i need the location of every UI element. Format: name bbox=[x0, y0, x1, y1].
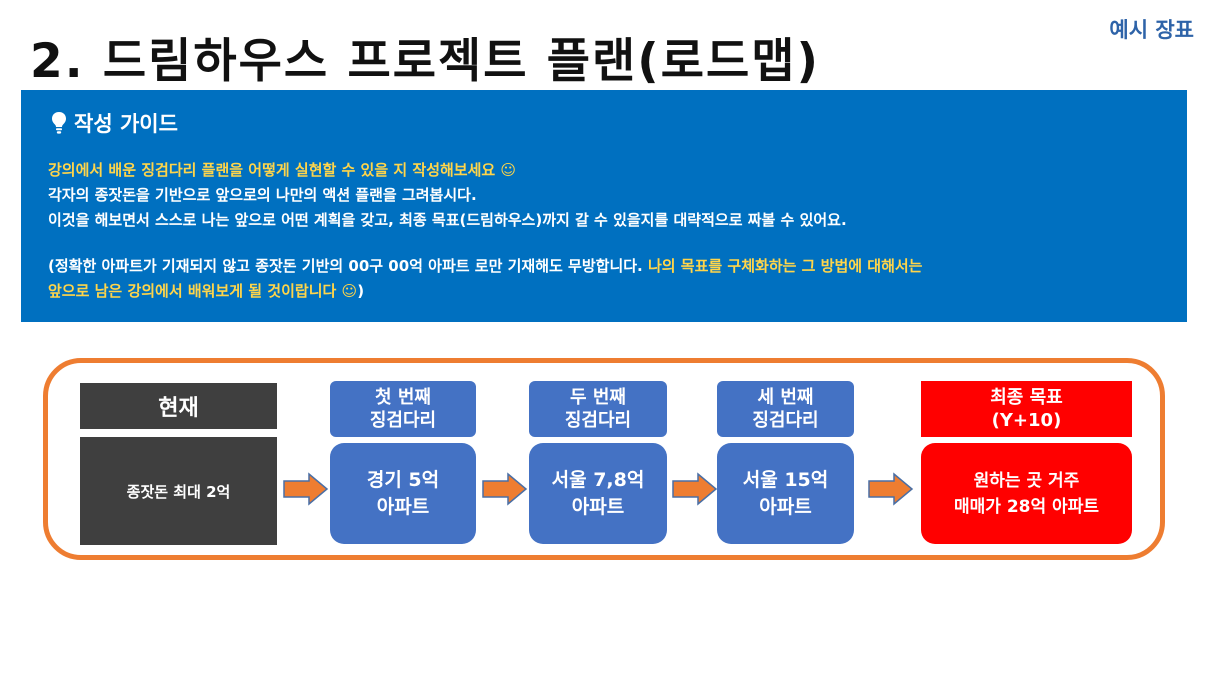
goal-head-line2: (Y+10) bbox=[991, 410, 1062, 431]
arrow-right-icon bbox=[868, 472, 914, 506]
step-2-body-line2: 아파트 bbox=[571, 495, 625, 518]
guide-line-4-white: (정확한 아파트가 기재되지 않고 종잣돈 기반의 00구 00억 아파트 로만… bbox=[48, 257, 643, 275]
guide-line-5-yellow: 앞으로 남은 강의에서 배워보게 될 것이랍니다 ☺ bbox=[48, 282, 358, 300]
goal-head-line1: 최종 목표 bbox=[990, 387, 1063, 408]
step-2-head-line2: 징검다리 bbox=[564, 410, 632, 431]
guide-line-5: 앞으로 남은 강의에서 배워보게 될 것이랍니다 ☺) bbox=[48, 279, 1168, 304]
step-2-body-line1: 서울 7,8억 bbox=[551, 468, 645, 491]
guide-line-4: (정확한 아파트가 기재되지 않고 종잣돈 기반의 00구 00억 아파트 로만… bbox=[48, 254, 1168, 279]
arrow-right-icon bbox=[283, 472, 329, 506]
current-value: 종잣돈 최대 2억 bbox=[80, 437, 277, 545]
arrow-right-icon bbox=[672, 472, 718, 506]
sample-tag: 예시 장표 bbox=[1109, 18, 1194, 42]
step-3-head-line1: 세 번째 bbox=[757, 387, 814, 408]
lightbulb-icon bbox=[52, 112, 66, 134]
guide-line-5-white: ) bbox=[357, 282, 365, 300]
page-title: 2. 드림하우스 프로젝트 플랜(로드맵) bbox=[30, 34, 820, 89]
step-3-body-line1: 서울 15억 bbox=[742, 468, 829, 491]
guide-heading: 작성 가이드 bbox=[51, 108, 178, 138]
step-1-body-line1: 경기 5억 bbox=[366, 468, 440, 491]
goal-head: 최종 목표(Y+10) bbox=[921, 381, 1132, 437]
guide-line-1: 강의에서 배운 징검다리 플랜을 어떻게 실현할 수 있을 지 작성해보세요 ☺ bbox=[48, 161, 517, 179]
current-label: 현재 bbox=[80, 383, 277, 429]
guide-line-3: 이것을 해보면서 스스로 나는 앞으로 어떤 계획을 갖고, 최종 목표(드림하… bbox=[48, 211, 847, 229]
guide-line-4-yellow: 나의 목표를 구체화하는 그 방법에 대해서는 bbox=[642, 257, 923, 275]
step-1-head-line2: 징검다리 bbox=[369, 410, 437, 431]
step-1-body-line2: 아파트 bbox=[376, 495, 430, 518]
step-3-head-line2: 징검다리 bbox=[752, 410, 819, 431]
step-3-body-line2: 아파트 bbox=[759, 495, 812, 518]
guide-panel: 작성 가이드 강의에서 배운 징검다리 플랜을 어떻게 실현할 수 있을 지 작… bbox=[21, 90, 1187, 322]
guide-line-2: 각자의 종잣돈을 기반으로 앞으로의 나만의 액션 플랜을 그려봅시다. bbox=[48, 186, 477, 204]
guide-body: 강의에서 배운 징검다리 플랜을 어떻게 실현할 수 있을 지 작성해보세요 ☺… bbox=[48, 158, 1168, 304]
step-2-head-line1: 두 번째 bbox=[570, 387, 626, 408]
guide-heading-text: 작성 가이드 bbox=[74, 112, 178, 136]
step-1-head-line1: 첫 번째 bbox=[375, 387, 431, 408]
goal-body-line1: 원하는 곳 거주 bbox=[973, 470, 1080, 491]
roadmap-frame bbox=[43, 358, 1165, 560]
arrow-right-icon bbox=[482, 472, 528, 506]
goal-body-line2: 매매가 28억 아파트 bbox=[954, 496, 1099, 517]
